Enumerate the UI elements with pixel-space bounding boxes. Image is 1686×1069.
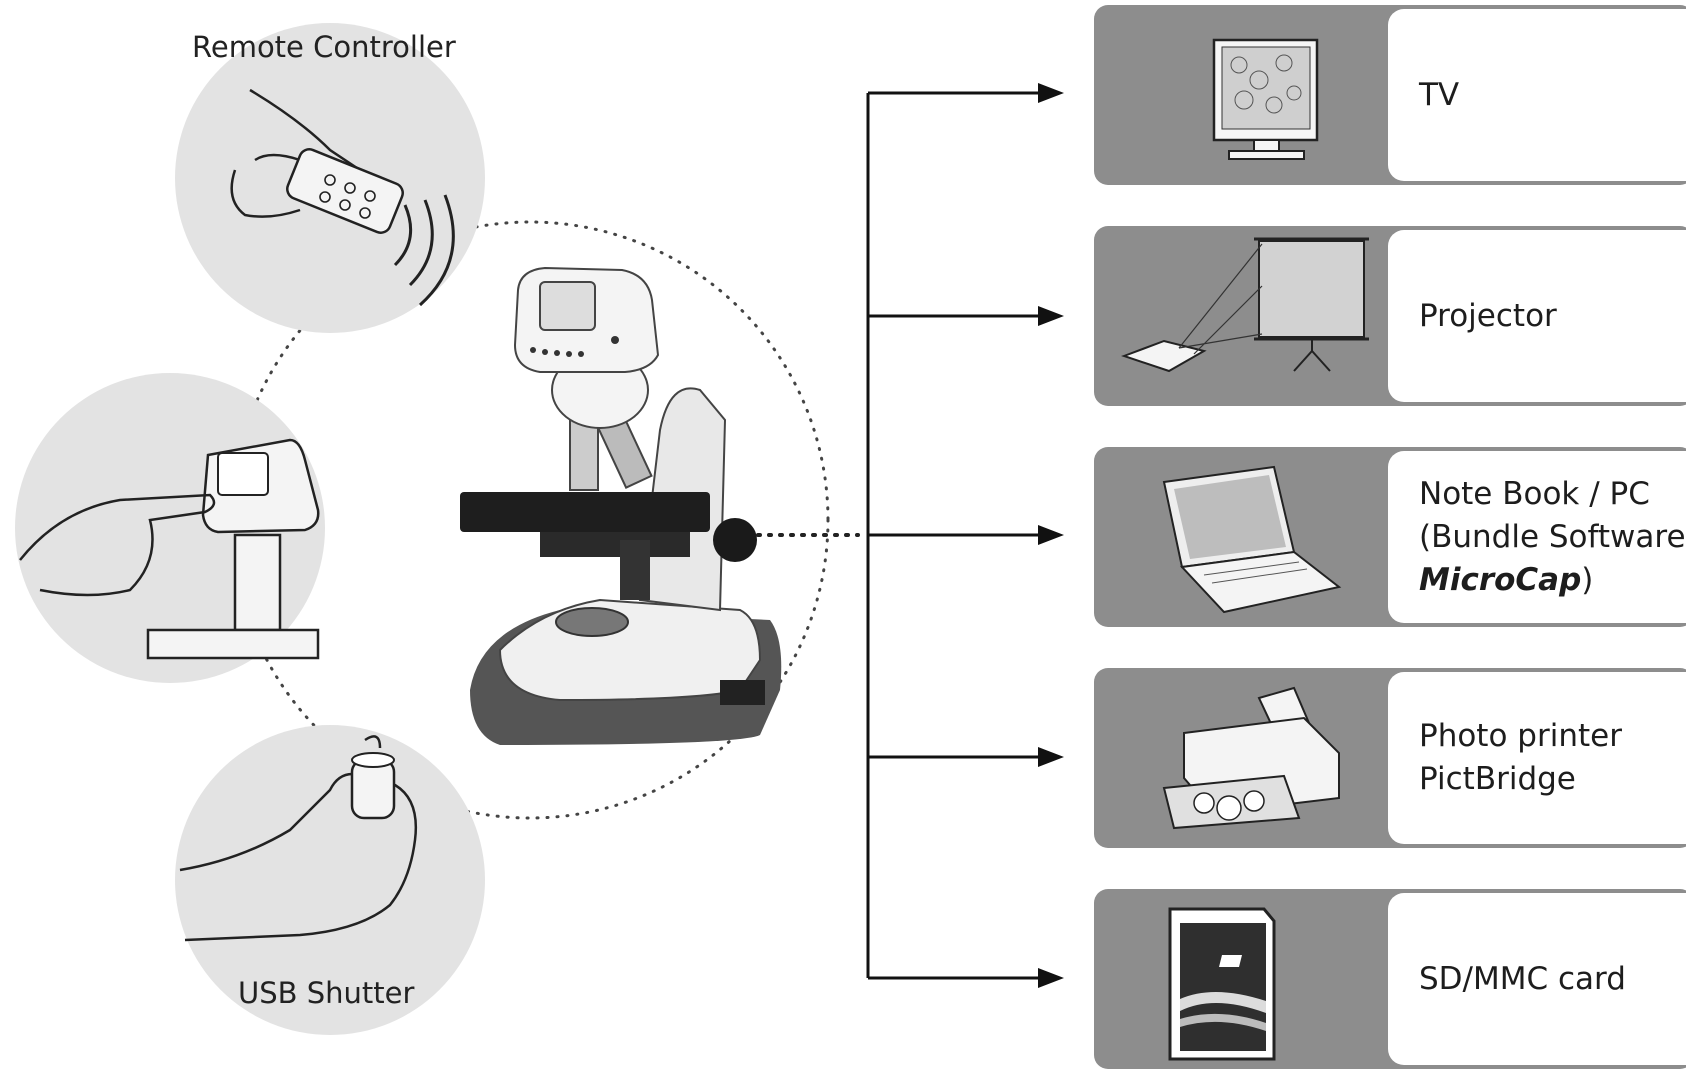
remote-controller-label: Remote Controller — [192, 30, 456, 64]
usb-shutter-illustration — [175, 725, 485, 1035]
arrow-notebook — [1038, 525, 1064, 545]
printer-label-panel — [1388, 672, 1686, 844]
sd-label-panel — [1388, 893, 1686, 1065]
camera-button-illustration — [15, 373, 325, 683]
output-card-printer: Photo printer PictBridge — [1094, 668, 1686, 848]
arrow-projector — [1038, 306, 1064, 326]
printer-label-line2: PictBridge — [1419, 761, 1576, 797]
arrow-tv — [1038, 83, 1064, 103]
microcap-name: MicroCap — [1419, 561, 1582, 598]
arrow-sd-card — [1038, 968, 1064, 988]
printer-label-line1: Photo printer — [1419, 718, 1622, 754]
notebook-label-line2: (Bundle Software — [1419, 518, 1686, 555]
dotted-orbit — [230, 220, 830, 820]
tv-label-panel — [1388, 9, 1686, 181]
sd-card-label: SD/MMC card — [1419, 960, 1626, 997]
output-card-notebook: Note Book / PC (Bundle Software MicroCap… — [1094, 447, 1686, 627]
projector-label: Projector — [1419, 297, 1557, 334]
sd-card-icon — [1168, 907, 1276, 1061]
notebook-label-line3: MicroCap) — [1419, 561, 1594, 598]
usb-shutter-label: USB Shutter — [238, 976, 415, 1010]
laptop-icon — [1162, 465, 1342, 614]
output-card-sd: SD/MMC card — [1094, 889, 1686, 1069]
remote-controller-illustration — [175, 23, 485, 333]
projector-label-panel — [1388, 230, 1686, 402]
tv-monitor-icon — [1212, 38, 1319, 160]
tv-label: TV — [1419, 76, 1460, 113]
arrow-printer — [1038, 747, 1064, 767]
output-card-tv: TV — [1094, 5, 1686, 185]
notebook-label-line1: Note Book / PC — [1419, 475, 1650, 512]
digital-microscope-illustration — [460, 266, 782, 745]
notebook-label-panel — [1388, 451, 1686, 623]
photo-printer-icon — [1162, 686, 1340, 830]
projector-icon — [1121, 237, 1369, 373]
output-card-projector: Projector — [1094, 226, 1686, 406]
connector-bracket — [866, 91, 1040, 980]
